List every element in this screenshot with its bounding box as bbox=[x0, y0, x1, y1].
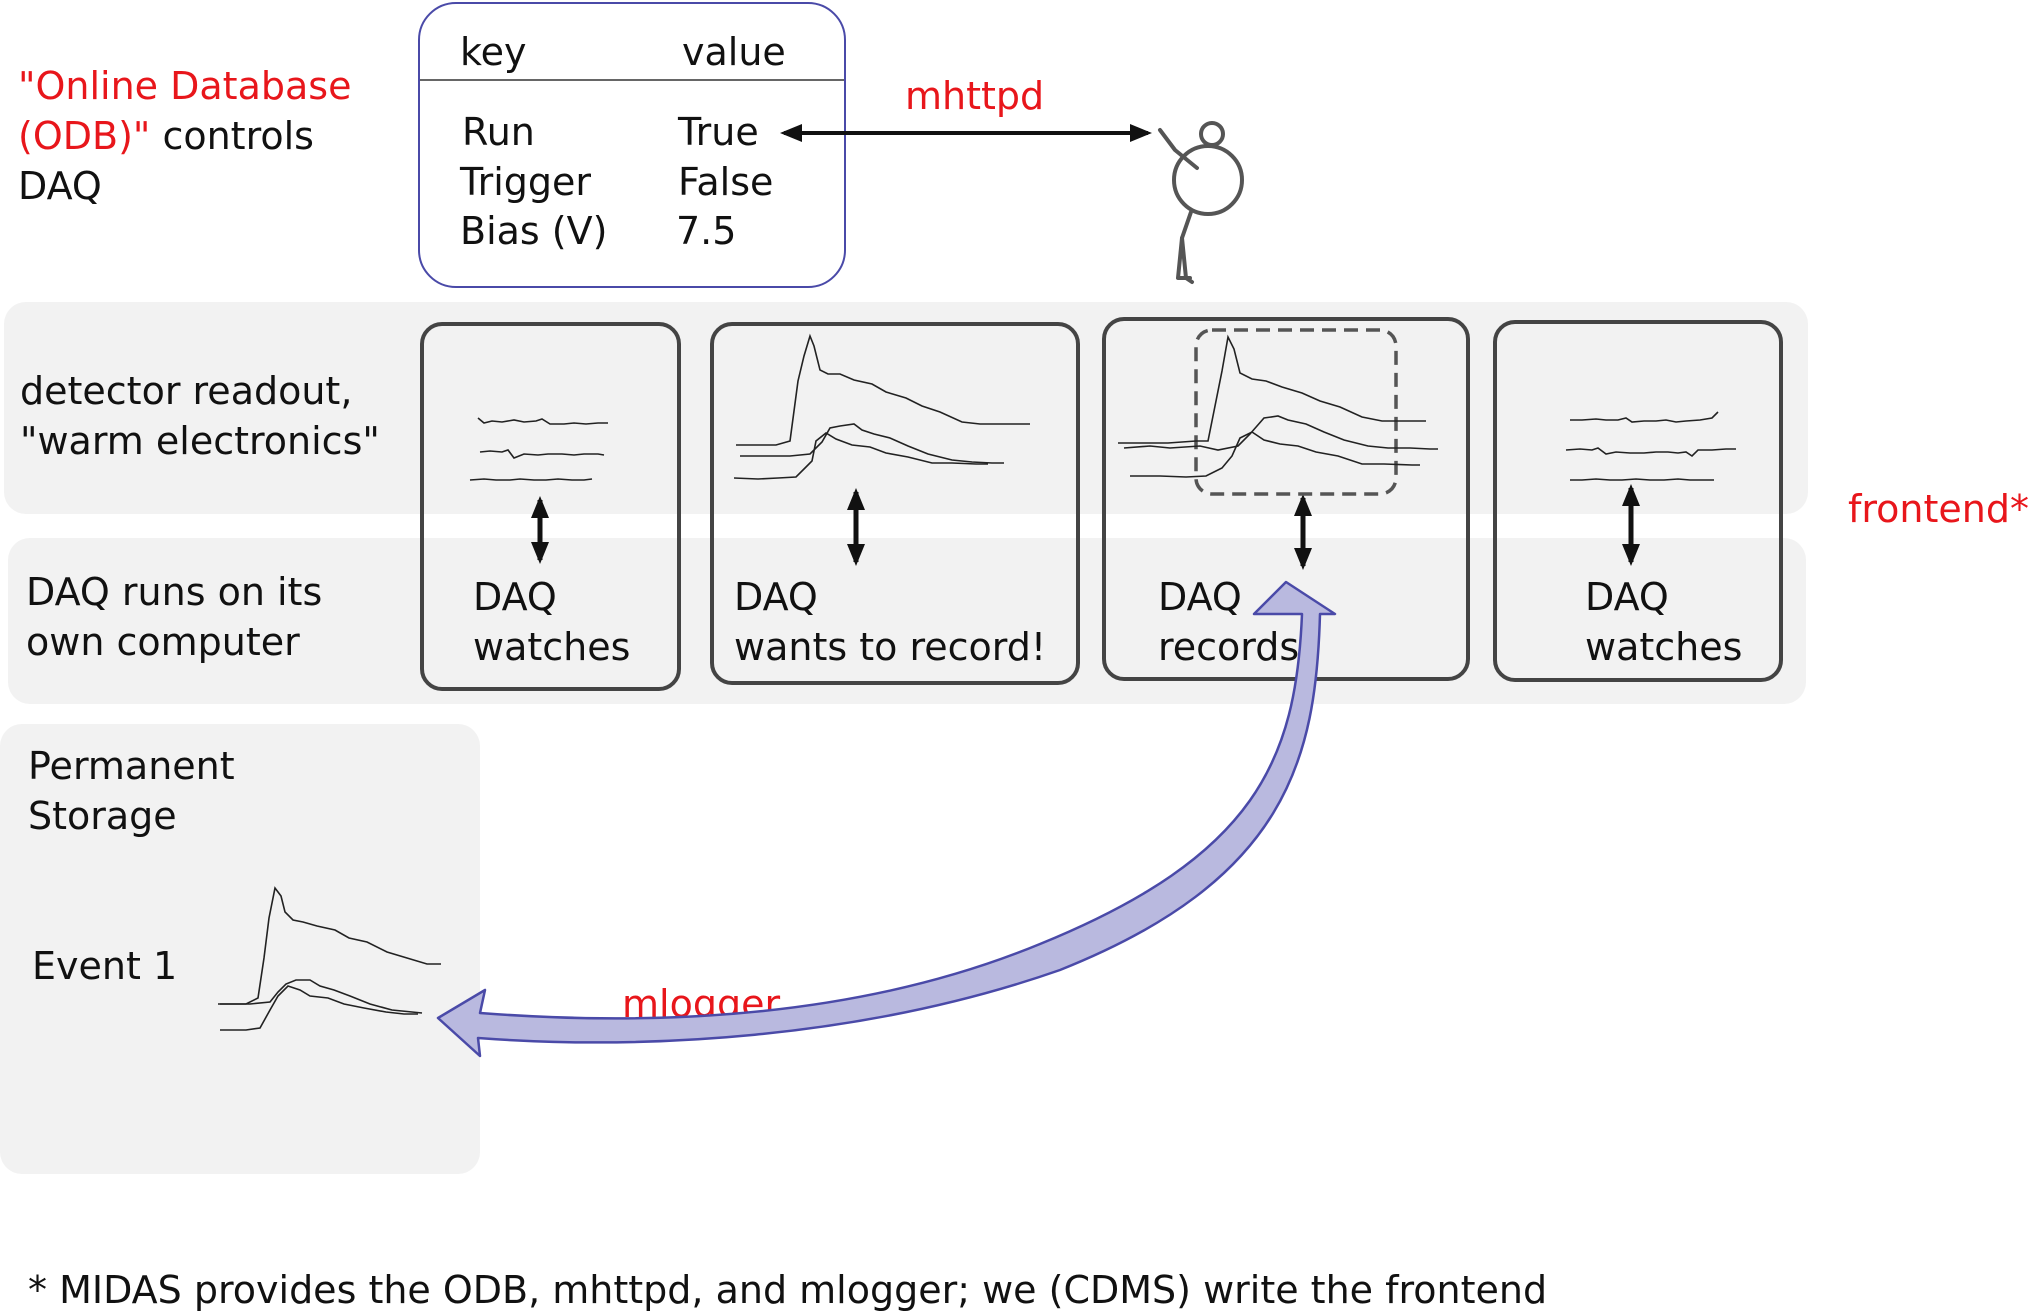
panel-caption: DAQ records bbox=[1158, 572, 1299, 672]
record-window bbox=[1194, 328, 1398, 496]
odb-caption-daq: DAQ bbox=[18, 164, 102, 208]
frontend-label: frontend* bbox=[1848, 487, 2029, 531]
odb-caption: "Online Database (ODB)" controls DAQ bbox=[18, 61, 351, 211]
odb-row-key: Bias (V) bbox=[460, 209, 608, 253]
waveform-traces bbox=[733, 333, 1030, 480]
event-label: Event 1 bbox=[32, 944, 178, 988]
panel-caption-line: DAQ bbox=[473, 575, 557, 619]
storage-box bbox=[0, 724, 480, 1174]
odb-row-key: Run bbox=[462, 110, 535, 154]
panel-caption-line: watches bbox=[1585, 625, 1743, 669]
panel-caption-line: DAQ bbox=[734, 575, 818, 619]
panel-caption-line: watches bbox=[473, 625, 631, 669]
readout-caption-line: "warm electronics" bbox=[20, 419, 380, 463]
detector-panel bbox=[1102, 317, 1470, 681]
detector-panel bbox=[710, 322, 1080, 685]
daq-caption-line: DAQ runs on its bbox=[26, 570, 323, 614]
odb-caption-controls: controls bbox=[150, 114, 314, 158]
panel-caption-line: records bbox=[1158, 625, 1300, 669]
user-icon bbox=[1158, 121, 1244, 284]
storage-caption: Permanent Storage bbox=[28, 741, 235, 841]
waveform-traces bbox=[469, 417, 608, 481]
mlogger-arrow bbox=[436, 580, 1337, 1058]
footnote: * MIDAS provides the ODB, mhttpd, and ml… bbox=[28, 1268, 1548, 1312]
panel-caption-line: DAQ bbox=[1158, 575, 1242, 619]
odb-header-value: value bbox=[682, 30, 786, 74]
odb-caption-highlight: "Online Database bbox=[18, 64, 352, 108]
storage-caption-line: Permanent bbox=[28, 744, 235, 788]
mhttpd-label: mhttpd bbox=[905, 74, 1045, 118]
readout-caption-line: detector readout, bbox=[20, 369, 353, 413]
daq-caption-line: own computer bbox=[26, 620, 300, 664]
odb-table-divider bbox=[420, 79, 844, 81]
odb-header-key: key bbox=[460, 30, 527, 74]
panel-caption: DAQ watches bbox=[1585, 572, 1742, 672]
waveform-traces bbox=[1118, 334, 1438, 478]
odb-row-value: False bbox=[678, 160, 774, 204]
odb-caption-highlight-2: (ODB)" bbox=[18, 114, 151, 158]
panel-caption-line: wants to record! bbox=[734, 625, 1047, 669]
panel-caption-line: DAQ bbox=[1585, 575, 1669, 619]
odb-row-value: 7.5 bbox=[676, 209, 737, 253]
odb-row-value: True bbox=[678, 110, 759, 154]
detector-panel bbox=[1493, 320, 1783, 682]
waveform-traces bbox=[1565, 411, 1736, 481]
readout-caption: detector readout, "warm electronics" bbox=[20, 366, 380, 466]
odb-table bbox=[418, 2, 846, 288]
readout-daq-arrow bbox=[531, 484, 1640, 570]
daq-caption: DAQ runs on its own computer bbox=[26, 567, 322, 667]
event-waveform bbox=[218, 886, 441, 1031]
storage-caption-line: Storage bbox=[28, 794, 177, 838]
panel-caption: DAQ watches bbox=[473, 572, 630, 672]
odb-row-key: Trigger bbox=[460, 160, 592, 204]
panel-caption: DAQ wants to record! bbox=[734, 572, 1046, 672]
detector-panel bbox=[420, 322, 681, 691]
